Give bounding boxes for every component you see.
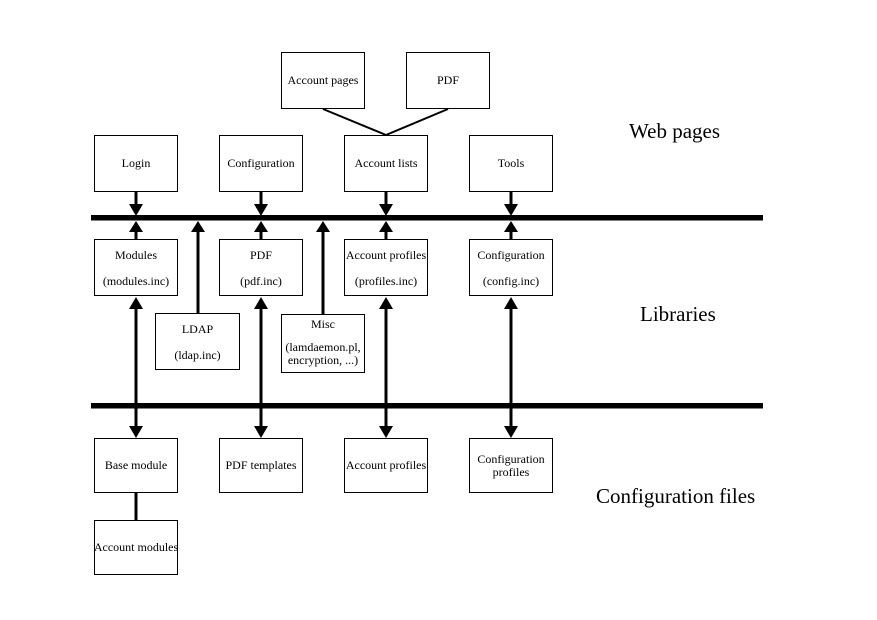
node-configuration-page: Configuration: [219, 135, 303, 192]
node-label: Account modules: [93, 540, 179, 554]
arrowhead-down-icon: [504, 204, 518, 216]
connector-profiles-lib-profiles-files: [379, 297, 393, 438]
edge-pdf-to-account-lists: [385, 108, 449, 136]
node-label: Modules: [115, 248, 157, 262]
node-label: Configuration profiles: [477, 451, 545, 479]
node-account-profiles-files: Account profiles: [344, 438, 428, 493]
node-login: Login: [94, 135, 178, 192]
connector-configuration-separator: [254, 192, 268, 240]
node-label: Configuration: [227, 156, 295, 170]
arrowhead-up-icon: [129, 221, 143, 232]
connector-account-lists-separator: [379, 192, 393, 240]
node-label: PDF: [436, 73, 459, 87]
node-label: Login: [121, 156, 151, 170]
node-label: Account profiles: [345, 248, 427, 262]
arrowhead-up-icon: [379, 221, 393, 232]
arrowhead-down-icon: [379, 426, 393, 438]
node-file-label: (pdf.inc): [240, 274, 282, 288]
node-base-module: Base module: [94, 438, 178, 493]
node-label: Account profiles: [345, 458, 427, 472]
node-ldap-lib: LDAP (ldap.inc): [155, 313, 240, 370]
arrowhead-up-icon: [504, 297, 518, 309]
node-pdf-lib: PDF (pdf.inc): [219, 239, 303, 296]
arrowhead-up-icon: [316, 221, 330, 232]
arrowhead-up-icon: [504, 221, 518, 232]
node-label: Misc: [311, 317, 335, 331]
arrowhead-down-icon: [129, 426, 143, 438]
node-tools: Tools: [469, 135, 553, 192]
arrowhead-down-icon: [379, 204, 393, 216]
connector-tools-separator: [504, 192, 518, 240]
node-file-label: (config.inc): [482, 274, 540, 288]
connector-misc-separator: [316, 221, 330, 314]
separator-libraries-config: [91, 403, 763, 409]
arrowhead-down-icon: [129, 204, 143, 216]
node-label: PDF templates: [225, 458, 297, 472]
arrowhead-up-icon: [129, 297, 143, 309]
node-account-pages: Account pages: [281, 52, 365, 109]
connector-modules-base-module: [129, 297, 143, 438]
arrowhead-down-icon: [254, 426, 268, 438]
connector-config-lib-config-profiles: [504, 297, 518, 438]
node-pdf-pages: PDF: [406, 52, 490, 109]
node-label: Account pages: [287, 73, 359, 87]
node-label: Base module: [104, 458, 168, 472]
node-configuration-profiles: Configuration profiles: [469, 438, 553, 493]
node-label: PDF: [249, 248, 272, 262]
connector-pdf-lib-pdf-templates: [254, 297, 268, 438]
node-file-label: (profiles.inc): [354, 274, 418, 288]
node-account-modules: Account modules: [94, 520, 178, 575]
node-label: Configuration: [477, 248, 545, 262]
node-modules-lib: Modules (modules.inc): [94, 239, 178, 296]
node-file-label: (ldap.inc): [174, 348, 221, 362]
node-configuration-lib: Configuration (config.inc): [469, 239, 553, 296]
node-file-label: (modules.inc): [102, 274, 170, 288]
node-misc-lib: Misc (lamdaemon.pl, encryption, ...): [281, 314, 365, 373]
layer-label-libraries: Libraries: [640, 302, 716, 326]
connector-login-separator: [129, 192, 143, 240]
arrowhead-down-icon: [504, 426, 518, 438]
node-label: LDAP: [181, 322, 214, 336]
separator-web-libraries: [91, 215, 763, 221]
connector-ldap-separator: [191, 221, 205, 313]
arrowhead-up-icon: [254, 297, 268, 309]
node-label: Tools: [497, 156, 525, 170]
arrowhead-down-icon: [254, 204, 268, 216]
node-pdf-templates: PDF templates: [219, 438, 303, 493]
arrowhead-up-icon: [191, 221, 205, 232]
node-label: Account lists: [354, 156, 418, 170]
arrowhead-up-icon: [379, 297, 393, 309]
node-account-lists: Account lists: [344, 135, 428, 192]
layer-label-web-pages: Web pages: [629, 119, 721, 143]
edge-account-pages-to-account-lists: [322, 108, 387, 136]
arrowhead-up-icon: [254, 221, 268, 232]
node-account-profiles-lib: Account profiles (profiles.inc): [344, 239, 428, 296]
layer-label-configuration-files: Configuration files: [596, 484, 756, 508]
node-file-label: (lamdaemon.pl, encryption, ...): [285, 340, 361, 367]
